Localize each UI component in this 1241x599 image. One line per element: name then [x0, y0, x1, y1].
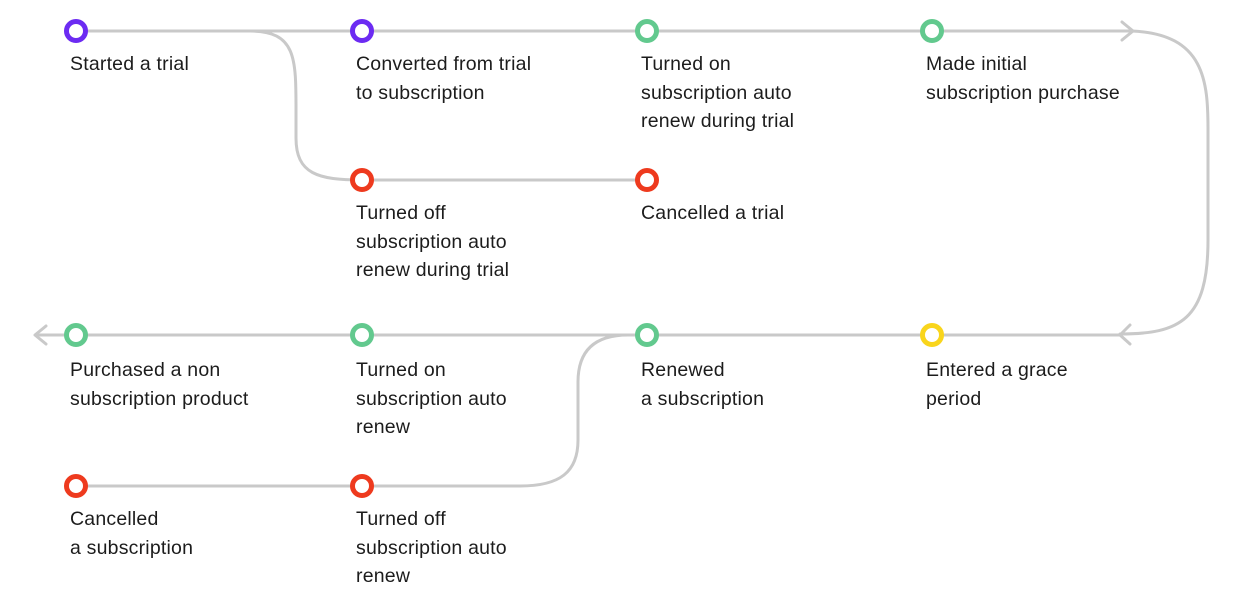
node-non-subscription-purchase	[64, 323, 88, 347]
node-converted-trial	[350, 19, 374, 43]
label-grace-period: Entered a grace period	[926, 359, 1068, 410]
node-ring-icon	[64, 19, 88, 43]
node-autorenew-off-trial	[350, 168, 374, 192]
node-ring-icon	[350, 168, 374, 192]
node-grace-period	[920, 323, 944, 347]
node-ring-icon	[920, 323, 944, 347]
node-renewed	[635, 323, 659, 347]
label-autorenew-off-trial: Turned off subscription auto renew durin…	[356, 202, 510, 281]
node-ring-icon	[920, 19, 944, 43]
node-initial-purchase	[920, 19, 944, 43]
node-ring-icon	[64, 474, 88, 498]
connector-renew-branch	[74, 333, 630, 488]
node-ring-icon	[635, 323, 659, 347]
node-ring-icon	[350, 474, 374, 498]
node-autorenew-on	[350, 323, 374, 347]
label-autorenew-on: Turned on subscription auto renew	[356, 359, 507, 438]
label-renewed: Renewed a subscription	[641, 359, 765, 410]
node-ring-icon	[350, 19, 374, 43]
connector-right-loop	[1118, 29, 1210, 336]
node-ring-icon	[635, 168, 659, 192]
label-cancelled-trial: Cancelled a trial	[641, 202, 785, 224]
node-started-trial	[64, 19, 88, 43]
node-autorenew-off	[350, 474, 374, 498]
label-non-subscription-purchase: Purchased a non subscription product	[70, 359, 249, 410]
connector-trial-branch	[248, 29, 649, 182]
label-autorenew-on-trial: Turned on subscription auto renew during…	[641, 53, 795, 132]
node-autorenew-on-trial	[635, 19, 659, 43]
label-cancelled-subscription: Cancelled a subscription	[70, 508, 194, 559]
node-ring-icon	[64, 323, 88, 347]
label-autorenew-off: Turned off subscription auto renew	[356, 508, 507, 587]
node-ring-icon	[350, 323, 374, 347]
label-converted-trial: Converted from trial to subscription	[356, 53, 532, 104]
label-initial-purchase: Made initial subscription purchase	[926, 53, 1120, 104]
label-started-trial: Started a trial	[70, 53, 189, 75]
node-cancelled-subscription	[64, 474, 88, 498]
arrowhead-left	[33, 324, 48, 346]
node-cancelled-trial	[635, 168, 659, 192]
node-ring-icon	[635, 19, 659, 43]
